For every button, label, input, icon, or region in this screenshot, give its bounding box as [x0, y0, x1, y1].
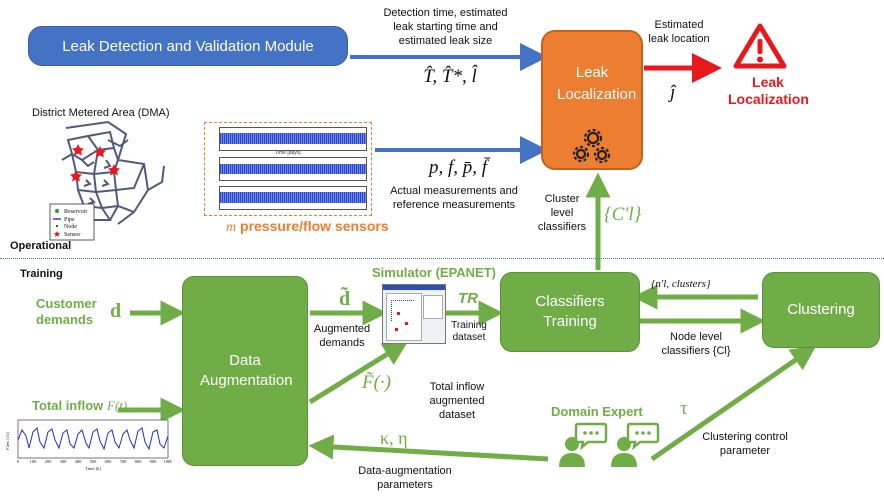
node-level-classifiers-label: Node level classifiers {Cl} — [661, 331, 731, 357]
inflow-tick-9: 900 — [150, 459, 158, 464]
leak-detection-module[interactable]: Leak Detection and Validation Module — [28, 26, 348, 66]
inflow-tick-2: 200 — [45, 459, 53, 464]
inflow-tick-7: 700 — [120, 459, 128, 464]
sensor-plot-1 — [219, 127, 367, 151]
arrow-aug-diag — [308, 341, 409, 405]
inflow-ylabel: Flow [l/s] — [5, 432, 10, 450]
detection-math: T̂, T̂*, l̂ — [423, 66, 477, 87]
inflow-tick-1: 100 — [30, 459, 38, 464]
warning-icon — [733, 23, 787, 69]
domain-expert-label: Domain Expert — [551, 404, 643, 419]
total-inflow-augmented-label: Total inflow augmented dataset — [429, 381, 485, 421]
clustering-label: Clustering — [787, 301, 855, 318]
dma-title: District Metered Area (DMA) — [32, 107, 170, 119]
inflow-tick-6: 600 — [105, 459, 113, 464]
arrow-expert-to-aug — [308, 434, 549, 462]
dma-legend-sensor: Sensor — [64, 232, 80, 238]
d-tilde-symbol: d̃ — [339, 288, 351, 310]
estimated-location-label: Estimated leak location — [648, 19, 710, 45]
total-inflow-plot: 0 100 200 300 400 500 600 700 800 900 10… — [5, 419, 173, 471]
inflow-tick-10: 1000 — [164, 459, 173, 464]
leak-localization-label: Leak Localization — [557, 64, 637, 103]
total-inflow-text: Total inflow — [32, 398, 104, 413]
training-dataset-label: Training dataset — [451, 320, 487, 343]
expert-person-icon-1 — [559, 422, 608, 467]
sensor-plots-frame: Time [days] — [204, 122, 372, 216]
augmented-demands-label: Augmented demands — [313, 323, 371, 349]
sensor-plot-3 — [219, 186, 367, 210]
f-tilde-symbol: F̃(·) — [362, 372, 392, 393]
inflow-tick-4: 400 — [75, 459, 83, 464]
sensors-label: m pressure/flow sensors — [226, 218, 389, 236]
inflow-tick-0: 0 — [17, 459, 20, 464]
sensors-prefix: m — [226, 220, 237, 235]
epanet-window-icon[interactable] — [382, 284, 446, 344]
operational-label: Operational — [10, 240, 72, 252]
total-inflow-label: Total inflow F(t) — [32, 398, 127, 414]
clustering-control-param-label: Clustering control parameter — [702, 431, 788, 457]
inflow-tick-5: 500 — [90, 459, 98, 464]
total-inflow-math: F(t) — [106, 398, 128, 413]
detection-annotation: Detection time, estimated leak starting … — [383, 7, 508, 47]
inflow-xlabel: Time [h] — [85, 466, 101, 471]
simulator-label: Simulator (EPANET) — [372, 265, 496, 280]
training-label: Training — [20, 268, 63, 280]
expert-person-icon-2 — [611, 422, 660, 467]
dma-legend-reservoir: Reservoir — [64, 209, 87, 215]
dma-legend-node: Node — [64, 224, 77, 230]
measurements-caption: Actual measurements and reference measur… — [390, 185, 518, 211]
inflow-tick-3: 300 — [60, 459, 68, 464]
gears-icon — [572, 128, 611, 164]
measurements-math: p, f, p̄, f̄ — [428, 157, 488, 178]
j-hat: ĵ — [670, 82, 676, 103]
customer-demands-label: Customer demands — [36, 296, 97, 327]
data-augmentation-box[interactable]: Data Augmentation — [182, 276, 308, 466]
classifiers-training-box[interactable]: Classifiers Training — [500, 272, 640, 352]
tr-symbol: TR — [458, 290, 478, 307]
leak-localization-output: Leak Localization — [728, 74, 809, 107]
sensors-text: pressure/flow sensors — [236, 218, 389, 234]
arrow-expert-to-clustering — [650, 345, 817, 462]
data-augmentation-params-label: Data-augmentation parameters — [358, 465, 452, 491]
dma-network-map: Reservoir Pipe Node Sensor — [49, 120, 165, 241]
cluster-classifiers-math: {C′l} — [604, 204, 642, 225]
d-symbol: d — [110, 300, 122, 322]
clustering-feedback-label: {n′l, clusters} — [651, 278, 711, 290]
classifiers-training-label: Classifiers Training — [535, 293, 605, 330]
dma-legend-pipe: Pipe — [64, 217, 75, 223]
tau-symbol: τ — [680, 398, 688, 419]
section-divider — [0, 258, 884, 259]
inflow-tick-8: 800 — [135, 459, 143, 464]
clustering-box[interactable]: Clustering — [762, 272, 880, 348]
cluster-classifiers-caption: Cluster level classifiers — [537, 193, 587, 233]
sensor-plot-2 — [219, 157, 367, 181]
kappa-eta-symbol: κ, η — [380, 428, 408, 448]
sensor-plot-axis: Time [days] — [275, 150, 301, 156]
data-augmentation-label: Data Augmentation — [200, 352, 293, 389]
